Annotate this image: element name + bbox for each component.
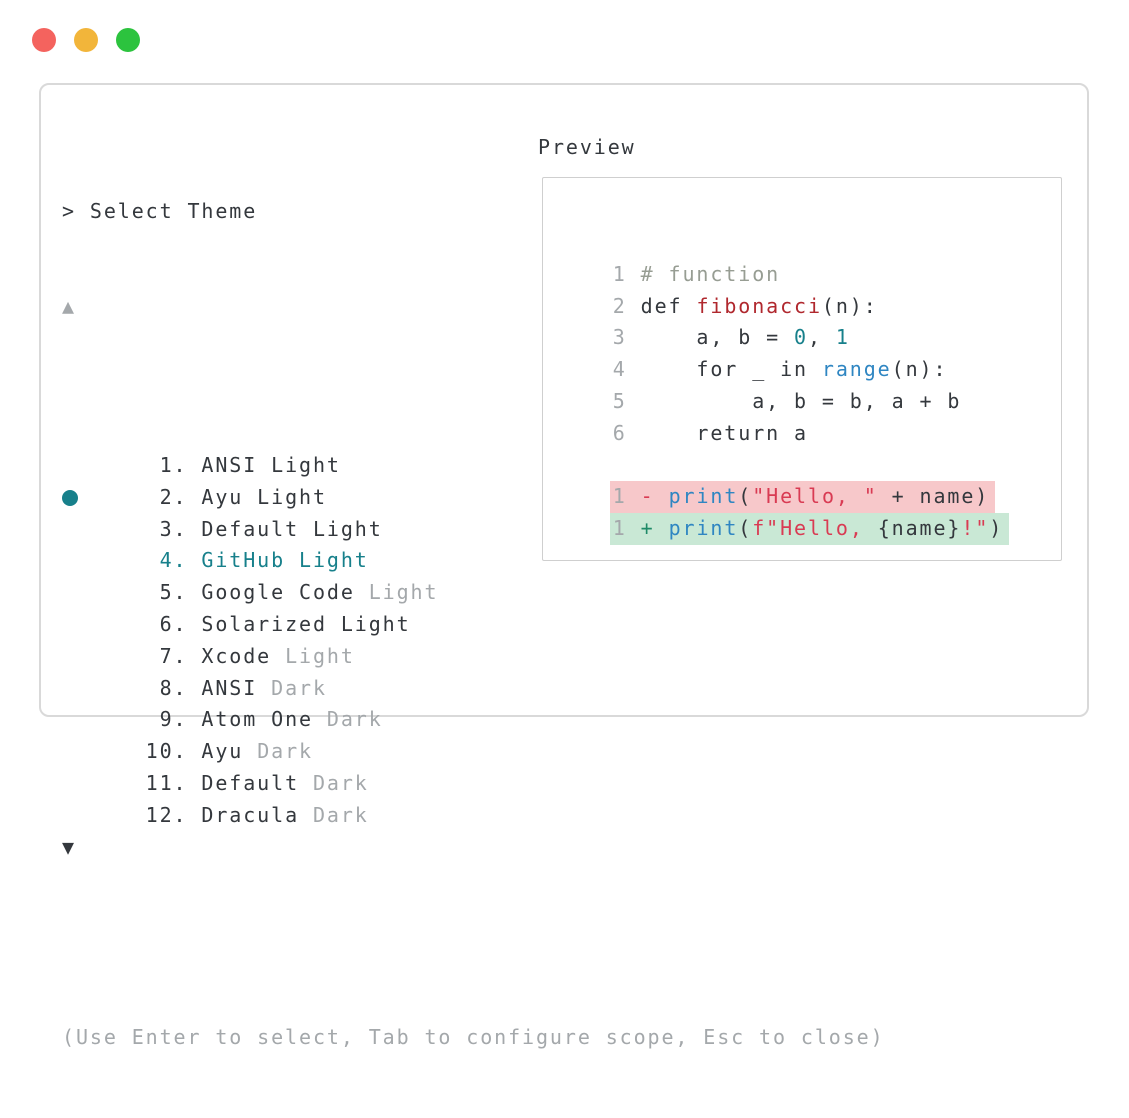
line-number: 6	[612, 420, 627, 445]
theme-list-item[interactable]: 11. Default Dark	[62, 704, 532, 795]
item-name: Atom One	[201, 707, 313, 732]
theme-list-item[interactable]: 8. ANSI Dark	[62, 609, 532, 700]
item-number: 7.	[117, 643, 202, 668]
theme-list: 1. ANSI Light 2. Ayu Light 3. Default Li…	[62, 386, 532, 827]
code-line: 2 def fibonacci(n):	[557, 259, 1061, 318]
line-number: 2	[612, 293, 627, 318]
item-number: 2.	[117, 484, 202, 509]
theme-picker-panel: > Select Theme ▲ 1. ANSI Light 2. Ayu Li…	[39, 83, 1089, 1049]
line-number: 5	[612, 388, 627, 413]
line-number: 1	[612, 484, 627, 509]
item-name: ANSI Light	[201, 452, 341, 477]
theme-list-item[interactable]: 4. GitHub Light	[62, 482, 532, 572]
line-code: a, b = b, a + b	[626, 388, 962, 413]
preview-title: Preview	[538, 135, 636, 159]
scroll-up-icon[interactable]: ▲	[62, 293, 76, 318]
close-button-icon[interactable]	[32, 28, 56, 52]
prompt-chevron-icon: >	[62, 198, 90, 223]
theme-list-item[interactable]: 10. Ayu Dark	[62, 673, 532, 763]
theme-list-item[interactable]: 6. Solarized Light	[62, 545, 532, 636]
item-name: Dracula	[201, 802, 300, 827]
item-number: 3.	[117, 516, 202, 541]
theme-list-item[interactable]: 5. Google Code Light	[62, 514, 532, 604]
item-name: Google Code	[201, 580, 355, 605]
code-line: 4 for _ in range(n):	[557, 322, 1061, 381]
theme-list-item[interactable]: 7. Xcode Light	[62, 577, 532, 668]
item-name: ANSI	[201, 675, 258, 700]
spacer-row	[62, 927, 532, 959]
item-name: Default Light	[201, 516, 383, 541]
line-code: a, b = 0, 1	[626, 325, 850, 350]
line-number: 4	[612, 357, 627, 382]
theme-list-item[interactable]: 9. Atom One Dark	[62, 641, 532, 731]
item-name: Default	[201, 770, 300, 795]
item-variant-suffix: Light	[354, 580, 439, 605]
code-line: 6 return a	[557, 386, 1061, 445]
window-controls	[32, 28, 140, 52]
item-number: 11.	[117, 770, 202, 795]
code-line: 1 + print(f"Hello, {name}!")	[557, 481, 1061, 545]
item-name: Xcode	[201, 643, 272, 668]
item-variant-suffix: Dark	[312, 707, 383, 732]
item-number: 4.	[117, 548, 202, 573]
line-code: return a	[626, 420, 808, 445]
line-number: 1	[612, 516, 627, 541]
line-code: # function	[626, 261, 781, 286]
selected-bullet-icon	[62, 489, 78, 506]
item-number: 5.	[117, 580, 202, 605]
line-number: 1	[612, 261, 627, 286]
item-variant-suffix: Dark	[257, 675, 327, 700]
item-number: 8.	[117, 675, 202, 700]
item-number: 12.	[117, 802, 202, 827]
picker-header: > Select Theme	[62, 196, 532, 228]
code-line: 5 a, b = b, a + b	[557, 354, 1061, 413]
item-name: Solarized Light	[201, 611, 411, 636]
code-line: 1 - print("Hello, " + name)	[557, 450, 1061, 514]
item-number: 9.	[117, 707, 202, 732]
theme-list-item[interactable]: 12. Dracula Dark	[62, 736, 532, 827]
scroll-down-icon[interactable]: ▼	[62, 834, 76, 859]
picker-title: Select Theme	[89, 198, 258, 223]
item-variant-suffix: Dark	[299, 802, 369, 827]
zoom-button-icon[interactable]	[116, 28, 140, 52]
item-name: GitHub Light	[201, 548, 369, 573]
line-code: for _ in range(n):	[626, 357, 948, 382]
code-line: 3 a, b = 0, 1	[557, 291, 1061, 349]
theme-list-column: > Select Theme ▲ 1. ANSI Light 2. Ayu Li…	[62, 132, 885, 1118]
minimize-button-icon[interactable]	[74, 28, 98, 52]
code-preview: 1 # function 2 def fibonacci(n): 3 a, b …	[557, 227, 1061, 545]
item-variant-suffix: Dark	[299, 770, 369, 795]
theme-list-item[interactable]: 1. ANSI Light	[62, 386, 532, 477]
line-number: 3	[612, 325, 627, 350]
code-line: 1 # function	[557, 227, 1061, 286]
item-number: 6.	[117, 611, 202, 636]
item-number: 1.	[117, 452, 202, 477]
keyboard-hint: (Use Enter to select, Tab to configure s…	[62, 1025, 885, 1050]
item-variant-suffix: Light	[271, 643, 355, 668]
theme-list-item[interactable]: 3. Default Light	[62, 450, 532, 541]
line-code: - print("Hello, " + name)	[640, 484, 990, 509]
line-code: + print(f"Hello, {name}!")	[640, 516, 1004, 541]
preview-pane: 1 # function 2 def fibonacci(n): 3 a, b …	[542, 177, 1062, 561]
theme-list-item[interactable]: 2. Ayu Light	[62, 418, 532, 509]
line-code: def fibonacci(n):	[626, 293, 878, 318]
item-name: Ayu Light	[201, 484, 327, 509]
